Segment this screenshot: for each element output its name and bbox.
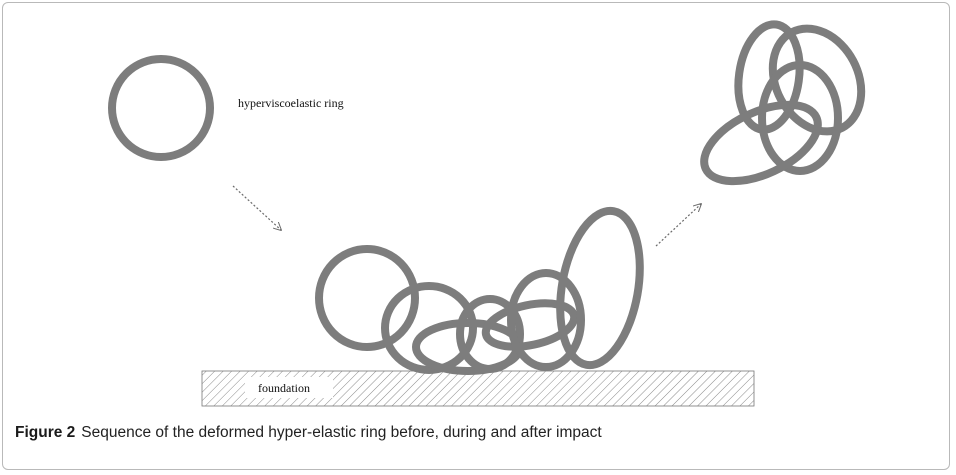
figure-caption: Figure 2 Sequence of the deformed hyper-e… — [15, 424, 915, 442]
ring-impact-diagram: foundation hyperviscoelastic ring — [108, 20, 866, 407]
foundation-label-bg — [245, 377, 333, 398]
outgoing-arrow — [655, 204, 701, 247]
ring-label: hyperviscoelastic ring — [238, 96, 344, 110]
caption-number: Figure 2 — [15, 424, 76, 441]
caption-text: Sequence of the deformed hyper-elastic r… — [81, 424, 602, 441]
foundation-label: foundation — [258, 381, 310, 395]
ring-before-impact — [108, 55, 214, 161]
rings-during-impact — [315, 206, 644, 375]
rings-after-impact — [700, 20, 866, 186]
incoming-arrow — [232, 185, 281, 230]
